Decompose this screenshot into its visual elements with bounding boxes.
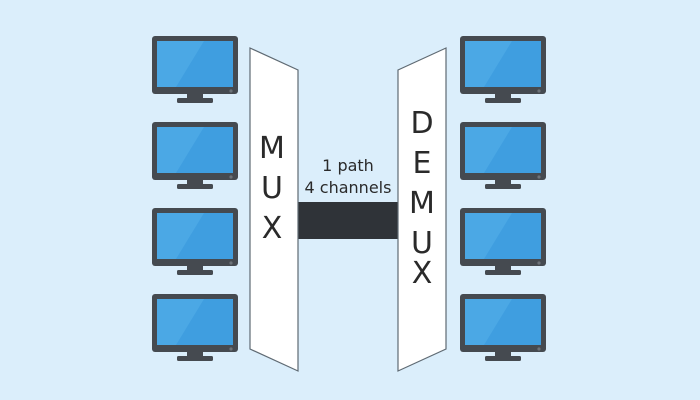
demux-letter: U bbox=[411, 226, 433, 261]
source-monitors bbox=[152, 36, 238, 361]
demux-block: D E M U X bbox=[397, 47, 447, 372]
monitor-icon bbox=[460, 122, 546, 189]
channels-label: 4 channels bbox=[305, 178, 392, 197]
demux-letter: D bbox=[410, 106, 433, 141]
monitor-icon bbox=[460, 36, 546, 103]
mux-block: M U X bbox=[249, 47, 299, 372]
mux-letter: X bbox=[262, 211, 283, 246]
mux-panel bbox=[249, 47, 299, 372]
monitor-icon bbox=[152, 294, 238, 361]
shared-path-bar bbox=[298, 202, 398, 239]
demux-panel bbox=[397, 47, 447, 372]
destination-monitors bbox=[460, 36, 546, 361]
mux-letter: U bbox=[261, 171, 283, 206]
monitor-icon bbox=[460, 208, 546, 275]
monitor-icon bbox=[152, 122, 238, 189]
monitor-icon bbox=[460, 294, 546, 361]
demux-letter: M bbox=[409, 186, 435, 221]
path-label: 1 path bbox=[322, 156, 374, 175]
demux-letter: X bbox=[412, 256, 433, 291]
mux-letter: M bbox=[259, 131, 285, 166]
monitor-icon bbox=[152, 208, 238, 275]
demux-letter: E bbox=[413, 146, 432, 181]
monitor-icon bbox=[152, 36, 238, 103]
